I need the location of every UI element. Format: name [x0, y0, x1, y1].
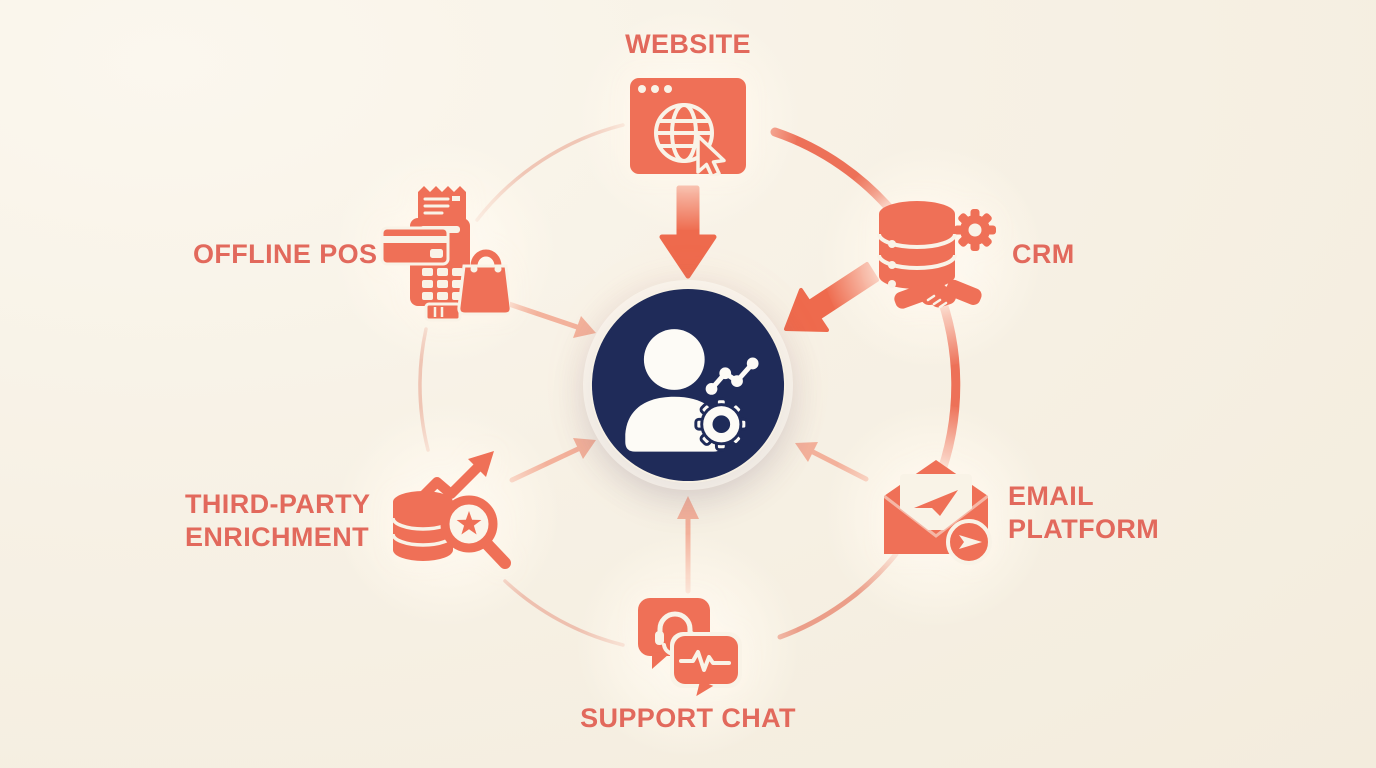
- credit-card-glyph: [380, 226, 450, 266]
- label-website: WEBSITE: [625, 29, 751, 59]
- customer-hub-circle: [590, 287, 786, 483]
- arrow-support-head: [677, 496, 699, 519]
- arrow-website-to-center: [659, 185, 717, 279]
- arrow-email-head: [795, 442, 818, 462]
- arrow-pos-head: [573, 316, 596, 338]
- person-shoulders: [625, 396, 724, 452]
- label-offline-pos: OFFLINE POS: [193, 239, 378, 269]
- shopping-bag-glyph: [457, 249, 510, 316]
- waveform-glyph: [679, 650, 731, 672]
- label-third-party-enrichment: THIRD-PARTY ENRICHMENT: [185, 489, 370, 553]
- label-crm: CRM: [1012, 239, 1075, 269]
- ring-arc-bottom-left: [503, 579, 625, 647]
- database-gear-handshake-icon: [877, 201, 996, 309]
- line-chart-glyph: [705, 357, 759, 395]
- chat-bubbles-headset-waveform-icon: [638, 598, 742, 697]
- arrow-email-to-center: [810, 449, 869, 482]
- pos-terminal-card-bag-icon: [380, 186, 510, 322]
- browser-globe-cursor-icon: [630, 78, 746, 176]
- coins-trend-magnifier-star-icon: [391, 451, 511, 569]
- label-support-chat: SUPPORT CHAT: [580, 703, 796, 733]
- arrow-enrichment-to-center: [509, 446, 581, 483]
- arrow-crm-to-center: [784, 262, 879, 332]
- trend-arrow-glyph: [406, 463, 482, 513]
- arrow-enrichment-head: [573, 438, 596, 459]
- gear-glyph: [694, 397, 749, 452]
- ring-arc-left: [418, 327, 430, 452]
- person-analytics-gear-icon: [591, 288, 785, 482]
- envelope-send-icon: [883, 460, 992, 565]
- star-glyph: [456, 511, 482, 535]
- receipt-glyph: [418, 186, 466, 222]
- gear-glyph: [954, 209, 996, 251]
- label-email-platform: EMAIL PLATFORM: [1008, 481, 1160, 545]
- arrow-pos-to-center: [500, 299, 580, 330]
- person-head: [643, 329, 705, 390]
- handshake-glyph: [894, 279, 982, 309]
